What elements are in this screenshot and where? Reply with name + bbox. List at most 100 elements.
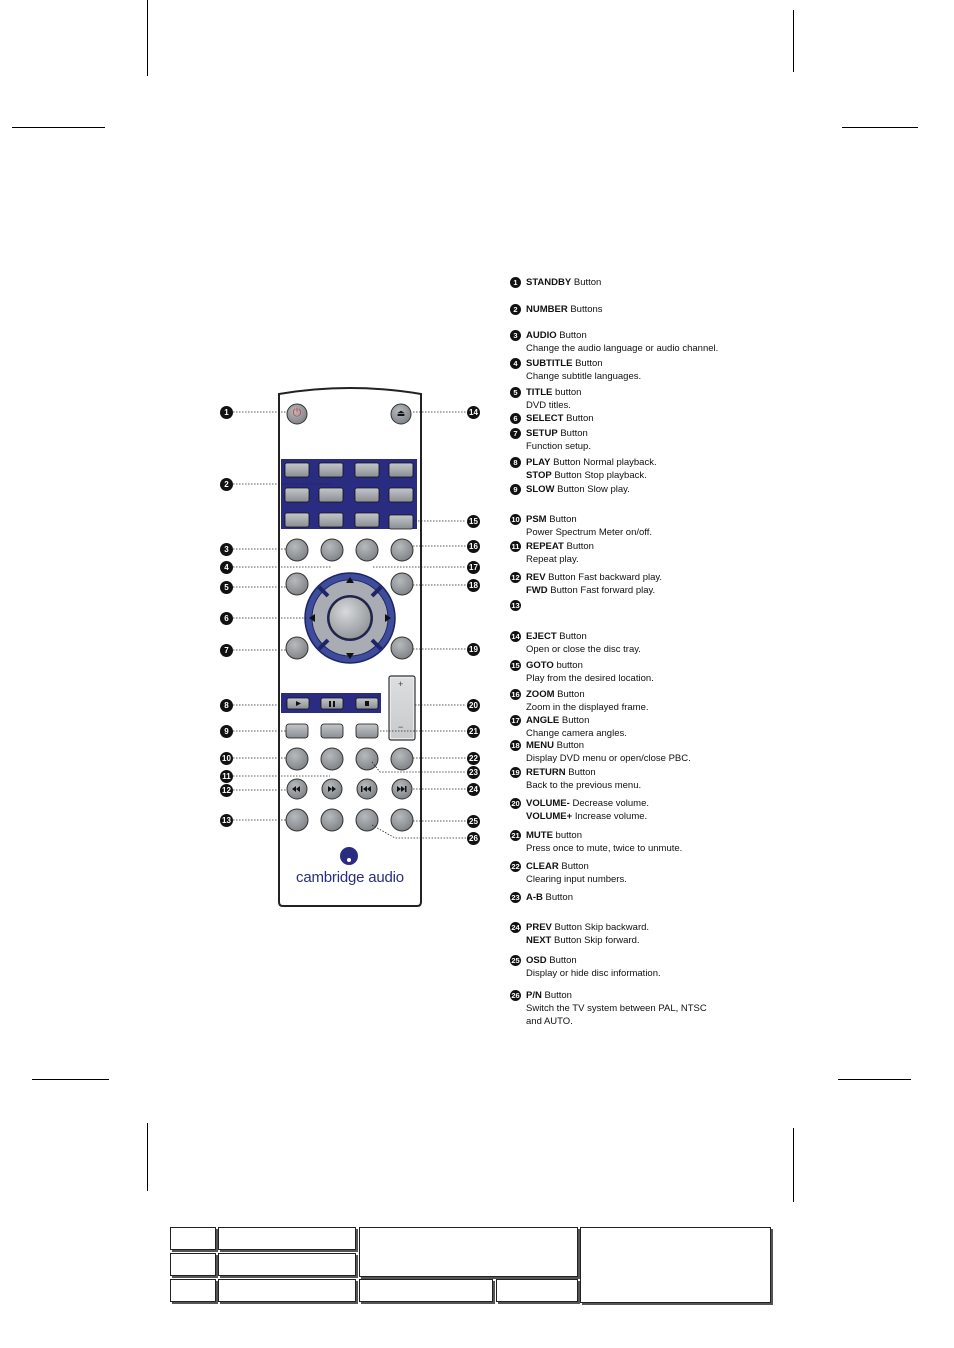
button-description-text: Button xyxy=(556,631,587,642)
callout-badge: 24 xyxy=(467,783,480,796)
crop-mark xyxy=(147,0,148,76)
description-detail: Clearing input numbers. xyxy=(526,874,627,885)
button-description-text: Increase volume. xyxy=(572,810,648,822)
description-number-badge: 20 xyxy=(510,798,521,809)
description-number-badge: 22 xyxy=(510,861,521,872)
button-name: RETURN xyxy=(526,767,566,778)
form-box xyxy=(496,1279,578,1302)
form-box xyxy=(170,1253,216,1276)
crop-mark xyxy=(793,10,794,72)
description-heading: P/N Button xyxy=(526,990,572,1003)
button-description-text: Button Skip forward. xyxy=(551,934,640,946)
button-description-text: Button xyxy=(556,330,587,341)
button-description-text: Button xyxy=(563,413,594,424)
callout-badge: 1 xyxy=(220,406,233,419)
description-heading: VOLUME- Decrease volume. xyxy=(526,798,649,811)
form-box xyxy=(218,1227,356,1250)
description-number-badge: 5 xyxy=(510,387,521,398)
callout-badge: 7 xyxy=(220,644,233,657)
description-detail: Change camera angles. xyxy=(526,728,627,739)
button-name: P/N xyxy=(526,990,542,1001)
description-heading-secondary: STOP Button Stop playback. xyxy=(526,470,647,483)
crop-mark xyxy=(12,127,105,128)
description-number-badge: 21 xyxy=(510,830,521,841)
form-box xyxy=(580,1227,771,1303)
button-name: A-B xyxy=(526,892,543,903)
crop-mark xyxy=(793,1128,794,1202)
description-heading: RETURN Button xyxy=(526,767,596,780)
button-name: ANGLE xyxy=(526,715,560,726)
button-name: NEXT xyxy=(526,934,552,946)
description-detail: Display DVD menu or open/close PBC. xyxy=(526,753,691,764)
description-number-badge: 26 xyxy=(510,990,521,1001)
description-number-badge: 3 xyxy=(510,330,521,341)
form-box xyxy=(170,1227,216,1250)
button-name: EJECT xyxy=(526,631,557,642)
description-number-badge: 25 xyxy=(510,955,521,966)
form-box xyxy=(218,1279,356,1302)
description-detail: Power Spectrum Meter on/off. xyxy=(526,527,653,538)
description-heading: TITLE button xyxy=(526,387,581,400)
callout-badge: 6 xyxy=(220,612,233,625)
eject-icon[interactable]: ⏏ xyxy=(396,408,406,418)
crop-mark xyxy=(147,1123,148,1191)
description-number-badge: 11 xyxy=(510,541,521,552)
description-heading-secondary: VOLUME+ Increase volume. xyxy=(526,811,647,824)
description-heading: SUBTITLE Button xyxy=(526,358,603,371)
description-heading: SLOW Button Slow play. xyxy=(526,484,630,497)
callout-badge: 21 xyxy=(467,725,480,738)
button-description-text: Button xyxy=(558,861,589,872)
description-number-badge: 15 xyxy=(510,660,521,671)
button-description-text: Button xyxy=(546,514,577,525)
remote-control xyxy=(278,387,422,907)
description-detail: Change subtitle languages. xyxy=(526,371,642,382)
button-name: SUBTITLE xyxy=(526,358,573,369)
button-description-text: Button Fast forward play. xyxy=(547,584,656,596)
description-heading: REV Button Fast backward play. xyxy=(526,572,662,585)
button-description-text: Buttons xyxy=(567,304,603,315)
button-description-text: Button Stop playback. xyxy=(551,469,647,481)
button-name: PSM xyxy=(526,514,547,525)
button-description-text: Button Slow play. xyxy=(554,484,630,495)
volume-plus-label: + xyxy=(398,679,404,689)
description-heading: PREV Button Skip backward. xyxy=(526,922,649,935)
description-detail: Back to the previous menu. xyxy=(526,780,642,791)
description-detail: Display or hide disc information. xyxy=(526,968,661,979)
callout-badge: 16 xyxy=(467,540,480,553)
button-name: SELECT xyxy=(526,413,564,424)
button-description-text: Button xyxy=(572,358,603,369)
callout-badge: 11 xyxy=(220,770,233,783)
button-name: VOLUME+ xyxy=(526,810,573,822)
crop-mark xyxy=(842,127,918,128)
description-number-badge: 10 xyxy=(510,514,521,525)
description-number-badge: 7 xyxy=(510,428,521,439)
button-description-text: Decrease volume. xyxy=(569,798,650,809)
description-number-badge: 12 xyxy=(510,572,521,583)
description-number-badge: 9 xyxy=(510,484,521,495)
description-detail: DVD titles. xyxy=(526,400,571,411)
button-description-text: Button xyxy=(554,689,585,700)
button-name: ZOOM xyxy=(526,689,555,700)
description-detail: Switch the TV system between PAL, NTSC xyxy=(526,1003,707,1014)
button-description-text: Button xyxy=(553,740,585,751)
callout-badge: 13 xyxy=(220,814,233,827)
button-name: GOTO xyxy=(526,660,554,671)
callout-badge: 4 xyxy=(220,561,233,574)
description-number-badge: 16 xyxy=(510,689,521,700)
power-icon[interactable]: ⏻ xyxy=(292,407,302,419)
description-number-badge: 2 xyxy=(510,304,521,315)
description-detail: Change the audio language or audio chann… xyxy=(526,343,719,354)
button-description-text: Button xyxy=(571,277,602,288)
description-detail: and AUTO. xyxy=(526,1015,573,1027)
button-description-text: Button xyxy=(557,428,588,439)
button-description-text: button xyxy=(552,830,582,841)
description-number-badge: 18 xyxy=(510,740,521,751)
button-name: TITLE xyxy=(526,387,553,398)
button-name: AUDIO xyxy=(526,330,557,341)
callout-badge: 19 xyxy=(467,643,480,656)
button-description-text: button xyxy=(552,387,582,398)
button-name: NUMBER xyxy=(526,304,568,315)
button-name: PREV xyxy=(526,922,552,933)
description-heading: MENU Button xyxy=(526,740,584,753)
button-name: REV xyxy=(526,572,546,583)
